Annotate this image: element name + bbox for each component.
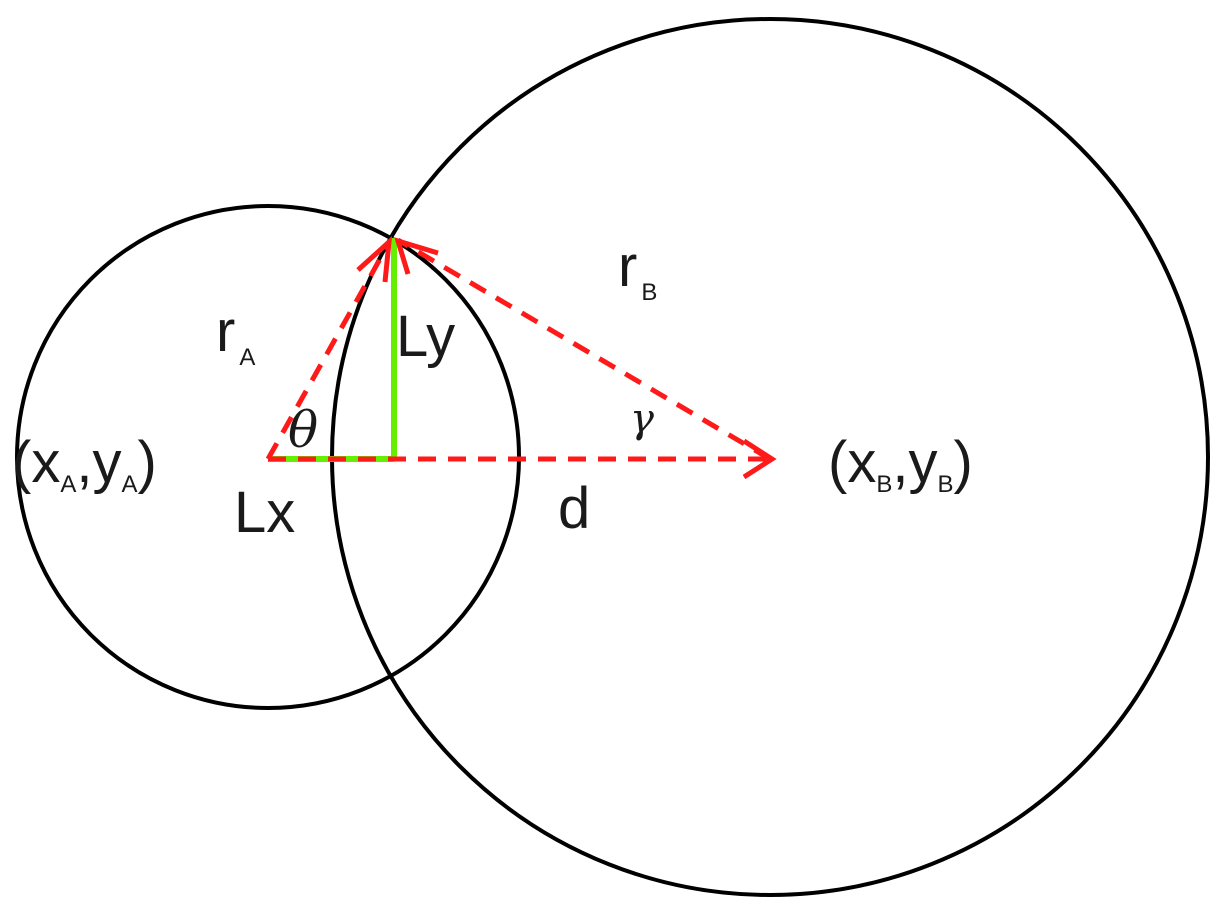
gamma-label: γ	[630, 396, 654, 442]
theta-label: θ	[288, 401, 318, 459]
ly-label: Ly	[396, 304, 455, 369]
ra-arrowhead	[356, 235, 393, 283]
center-b-label: (xB,yB)	[828, 430, 973, 498]
ra-vector	[265, 241, 392, 461]
d-arrowhead	[742, 438, 777, 480]
d-label: d	[558, 476, 590, 541]
rb-arrowhead	[394, 237, 439, 275]
center-a-label: (xA,yA)	[12, 430, 157, 498]
rb-vector	[396, 237, 772, 462]
lx-label: Lx	[234, 480, 295, 545]
